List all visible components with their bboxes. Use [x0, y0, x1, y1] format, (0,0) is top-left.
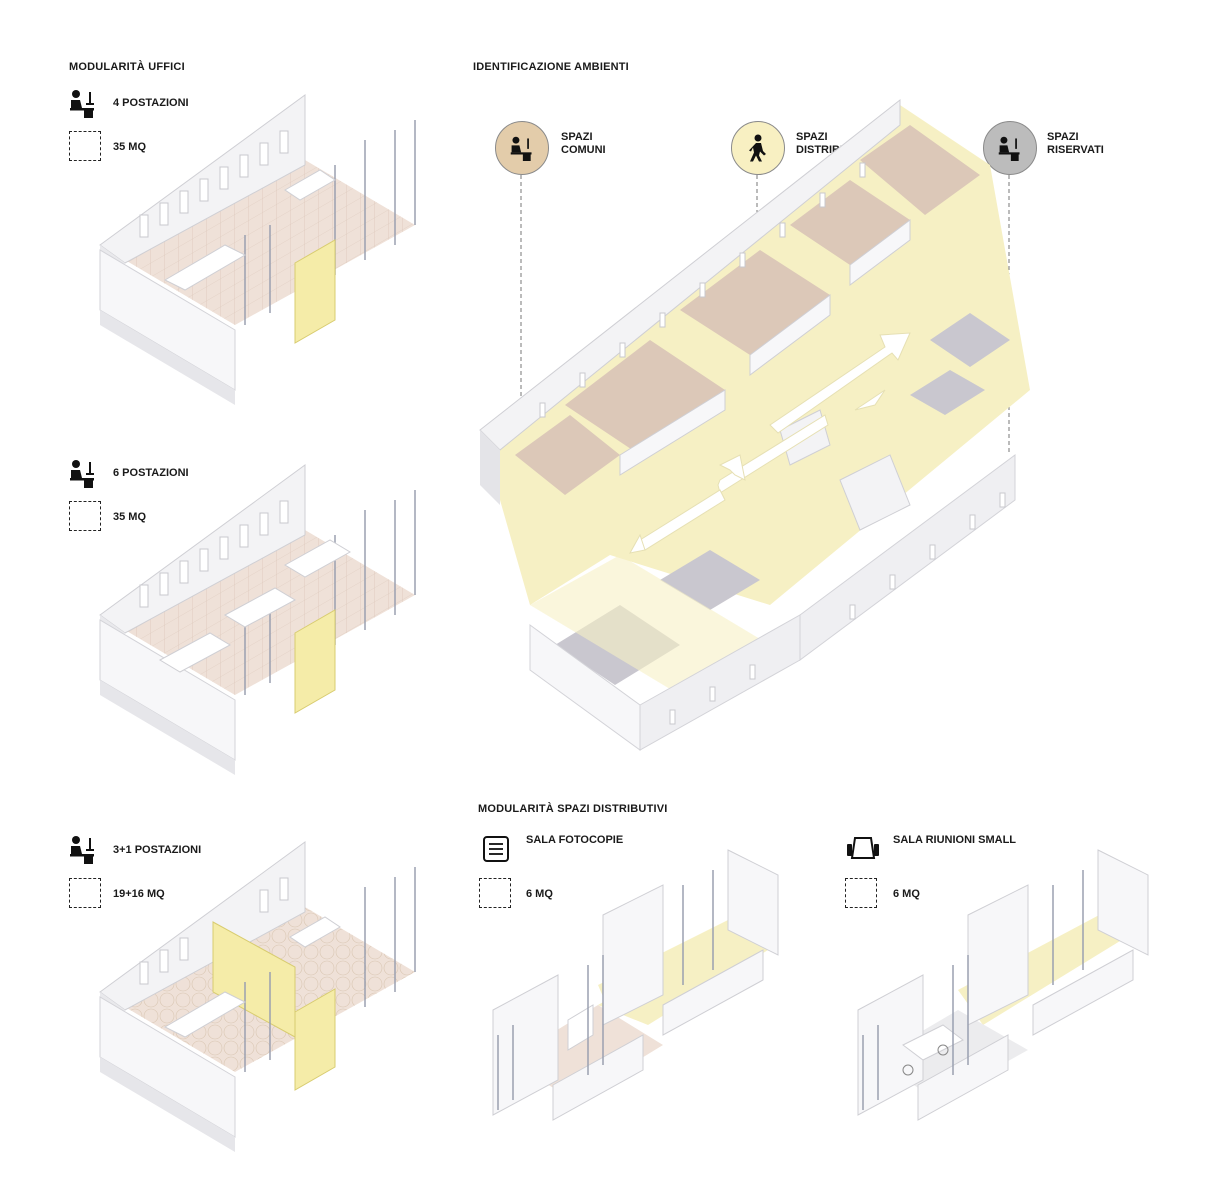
desk-worker-icon — [70, 460, 94, 488]
meeting-table-icon — [847, 837, 879, 859]
legend-common-circle — [495, 121, 549, 175]
office-module-6-drawing — [99, 464, 416, 775]
desk-worker-icon — [998, 136, 1020, 161]
meeting-room-name: SALA RIUNIONI SMALL — [893, 834, 1017, 846]
office-module-3plus1-drawing — [99, 841, 416, 1152]
legend-distrib-line1: SPAZI — [796, 131, 828, 143]
legend-common-line2: COMUNI — [561, 144, 606, 156]
legend-common-label: SPAZI COMUNI — [561, 131, 651, 157]
office-module-4-drawing — [99, 94, 416, 405]
legend-reserved-line2: RISERVATI — [1047, 144, 1104, 156]
module-2-area: 35 MQ — [113, 511, 147, 523]
meeting-room-area: 6 MQ — [893, 888, 920, 900]
copier-room-drawing — [492, 849, 779, 1121]
area-icon — [69, 878, 101, 908]
distribution-title: MODULARITÀ SPAZI DISTRIBUTIVI — [478, 803, 668, 815]
area-icon — [69, 131, 101, 161]
environments-title: IDENTIFICAZIONE AMBIENTI — [473, 61, 629, 73]
copier-room-name: SALA FOTOCOPIE — [526, 834, 624, 846]
meeting-room-drawing — [857, 849, 1149, 1121]
copier-room-area: 6 MQ — [526, 888, 553, 900]
legend-distrib-circle — [731, 121, 785, 175]
desk-worker-icon — [510, 136, 532, 161]
walking-person-icon — [749, 134, 766, 162]
copier-icon — [483, 836, 509, 862]
module-2-postazioni: 6 POSTAZIONI — [113, 467, 189, 479]
legend-common-line1: SPAZI — [561, 131, 593, 143]
floor-plan-axonometric — [479, 98, 1030, 751]
legend-reserved-circle — [983, 121, 1037, 175]
desk-worker-icon — [70, 90, 94, 118]
module-3-area: 19+16 MQ — [113, 888, 165, 900]
desk-worker-icon — [70, 836, 94, 864]
area-icon — [845, 878, 877, 908]
module-1-area: 35 MQ — [113, 141, 147, 153]
module-3-postazioni: 3+1 POSTAZIONI — [113, 844, 202, 856]
area-icon — [479, 878, 511, 908]
legend-reserved-line1: SPAZI — [1047, 131, 1079, 143]
offices-title: MODULARITÀ UFFICI — [69, 61, 185, 73]
area-icon — [69, 501, 101, 531]
module-1-postazioni: 4 POSTAZIONI — [113, 97, 189, 109]
legend-reserved-label: SPAZI RISERVATI — [1047, 131, 1137, 157]
